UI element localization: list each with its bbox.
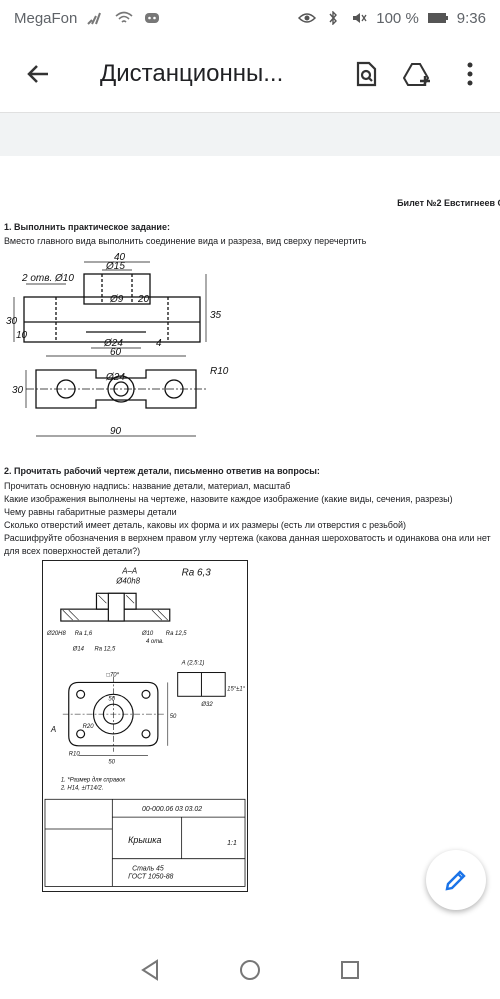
- boss-outline: [83, 273, 151, 305]
- task2-drawing: А–А Ra 6,3 Ø40h8 Ø20H8 Ra 1,6 Ø10 Ra 12,…: [42, 560, 248, 892]
- dim-d15: Ø15: [105, 261, 125, 272]
- dim-d9: Ø9: [109, 294, 124, 305]
- section-bore: [107, 592, 125, 622]
- dim-10: 10: [16, 330, 28, 341]
- plan-hole-3: [76, 729, 86, 739]
- dim-d32: Ø32: [200, 702, 213, 708]
- ra-16: Ra 1,6: [75, 631, 93, 637]
- nav-home-button[interactable]: [230, 950, 270, 990]
- battery-label: 100 %: [376, 9, 419, 27]
- dim-d14: Ø14: [72, 647, 85, 653]
- top-view-outline: [35, 369, 197, 409]
- task1-text: Вместо главного вида выполнить соединени…: [4, 236, 367, 246]
- nav-back-icon: [141, 958, 158, 981]
- add-to-drive-icon: [403, 63, 430, 86]
- plan-hole-2: [141, 689, 151, 699]
- dim-r10: R10: [210, 366, 229, 377]
- chamfer-label: 15°±1°: [227, 686, 246, 692]
- wifi-icon: [115, 11, 133, 23]
- nav-recents-button[interactable]: [330, 950, 370, 990]
- section-a-marker: А: [50, 725, 56, 734]
- dim-30b: 30: [12, 385, 24, 396]
- dim-50b: 50: [170, 714, 177, 720]
- dim-d10: Ø10: [141, 631, 154, 637]
- plan-outline: [68, 681, 159, 747]
- view-a-label: А (2,5:1): [181, 661, 205, 667]
- dim-90: 90: [110, 426, 122, 437]
- question-6: для всех поверхностей детали?): [4, 546, 141, 556]
- add-to-drive-button[interactable]: [402, 58, 434, 90]
- nav-recents-icon: [341, 960, 359, 979]
- signal-icon: [87, 12, 102, 25]
- roughness-label: Ra 6,3: [182, 567, 212, 578]
- title-block: [44, 798, 246, 887]
- dim-50: 50: [108, 696, 115, 702]
- r20-label: R20: [83, 724, 95, 730]
- drawing-code: 00-000.06 03 03.02: [142, 806, 202, 813]
- question-3: Чему равны габаритные размеры детали: [4, 507, 177, 517]
- more-options-button[interactable]: [454, 58, 486, 90]
- nav-back-button[interactable]: [130, 950, 170, 990]
- question-5: Расшифруйте обозначения в верхнем правом…: [4, 533, 491, 543]
- dim-50c: 50: [108, 760, 115, 766]
- question-2: Какие изображения выполнены на чертеже, …: [4, 494, 453, 504]
- nav-home-icon: [240, 959, 260, 980]
- document-search-icon: [356, 61, 377, 87]
- dim-30: 30: [6, 316, 18, 327]
- question-4: Сколько отверстий имеет деталь, каковы и…: [4, 520, 406, 530]
- eye-icon: [298, 13, 317, 23]
- dim-d24: Ø24: [103, 338, 123, 349]
- dim-d24b: Ø24: [105, 372, 125, 383]
- note-1: 1. *Размер для справок: [61, 777, 126, 783]
- arrow-back-icon: [27, 65, 48, 83]
- section-label: А–А: [121, 566, 137, 575]
- bluetooth-icon: [329, 11, 338, 25]
- back-button[interactable]: [10, 46, 66, 102]
- dim-40: 40: [114, 252, 126, 263]
- battery-icon: [427, 13, 448, 23]
- base-outline: [23, 296, 201, 343]
- discord-icon: [145, 13, 160, 23]
- dim-40h8: Ø40h8: [115, 576, 140, 585]
- note-2: 2. H14, ±IT14/2.: [60, 785, 104, 791]
- status-bar: MegaFon 100 % 9:36: [0, 0, 500, 36]
- question-1: Прочитать основную надпись: название дет…: [4, 481, 291, 491]
- dim-20h8: Ø20H8: [46, 631, 67, 637]
- plan-hole-1: [76, 689, 86, 699]
- dim-60: 60: [110, 347, 122, 358]
- material-line-1: Сталь 45: [132, 866, 164, 873]
- holes-label: 2 отв. Ø10: [21, 273, 74, 284]
- mute-icon: [353, 13, 367, 23]
- more-vert-icon: [467, 62, 473, 86]
- system-nav-bar: [0, 940, 500, 999]
- task2-title: 2. Прочитать рабочий чертеж детали, пись…: [4, 466, 320, 476]
- ra-125: Ra 12,5: [166, 631, 187, 637]
- material-line-2: ГОСТ 1050-88: [128, 874, 173, 881]
- document-title: Дистанционны...: [100, 60, 284, 87]
- page-gap: [0, 112, 500, 156]
- clock-label: 9:36: [456, 9, 486, 27]
- part-name: Крышка: [128, 835, 161, 845]
- sq70-label: □70*: [106, 672, 119, 678]
- carrier-label: MegaFon: [14, 9, 78, 27]
- r10-label: R10: [69, 752, 81, 758]
- edit-fab[interactable]: [426, 850, 486, 910]
- task1-title: 1. Выполнить практическое задание:: [4, 222, 170, 232]
- plan-hole-4: [141, 729, 151, 739]
- otv-label: 4 отв.: [146, 639, 164, 645]
- dim-4: 4: [156, 338, 162, 349]
- app-bar: Дистанционны...: [0, 36, 500, 112]
- find-in-document-button[interactable]: [350, 58, 382, 90]
- task1-drawing: 40 Ø15 2 отв. Ø10 Ø9 20 35 30 10 Ø24 4 6…: [6, 252, 229, 437]
- ra-125b: Ra 12,5: [94, 647, 115, 653]
- dim-20: 20: [137, 294, 150, 305]
- scale-label: 1:1: [227, 840, 237, 847]
- dim-35: 35: [210, 310, 222, 321]
- ticket-header: Билет №2 Евстигнеев С: [397, 198, 500, 208]
- document-page: Билет №2 Евстигнеев С 1. Выполнить практ…: [0, 156, 500, 936]
- pencil-icon: [445, 870, 466, 891]
